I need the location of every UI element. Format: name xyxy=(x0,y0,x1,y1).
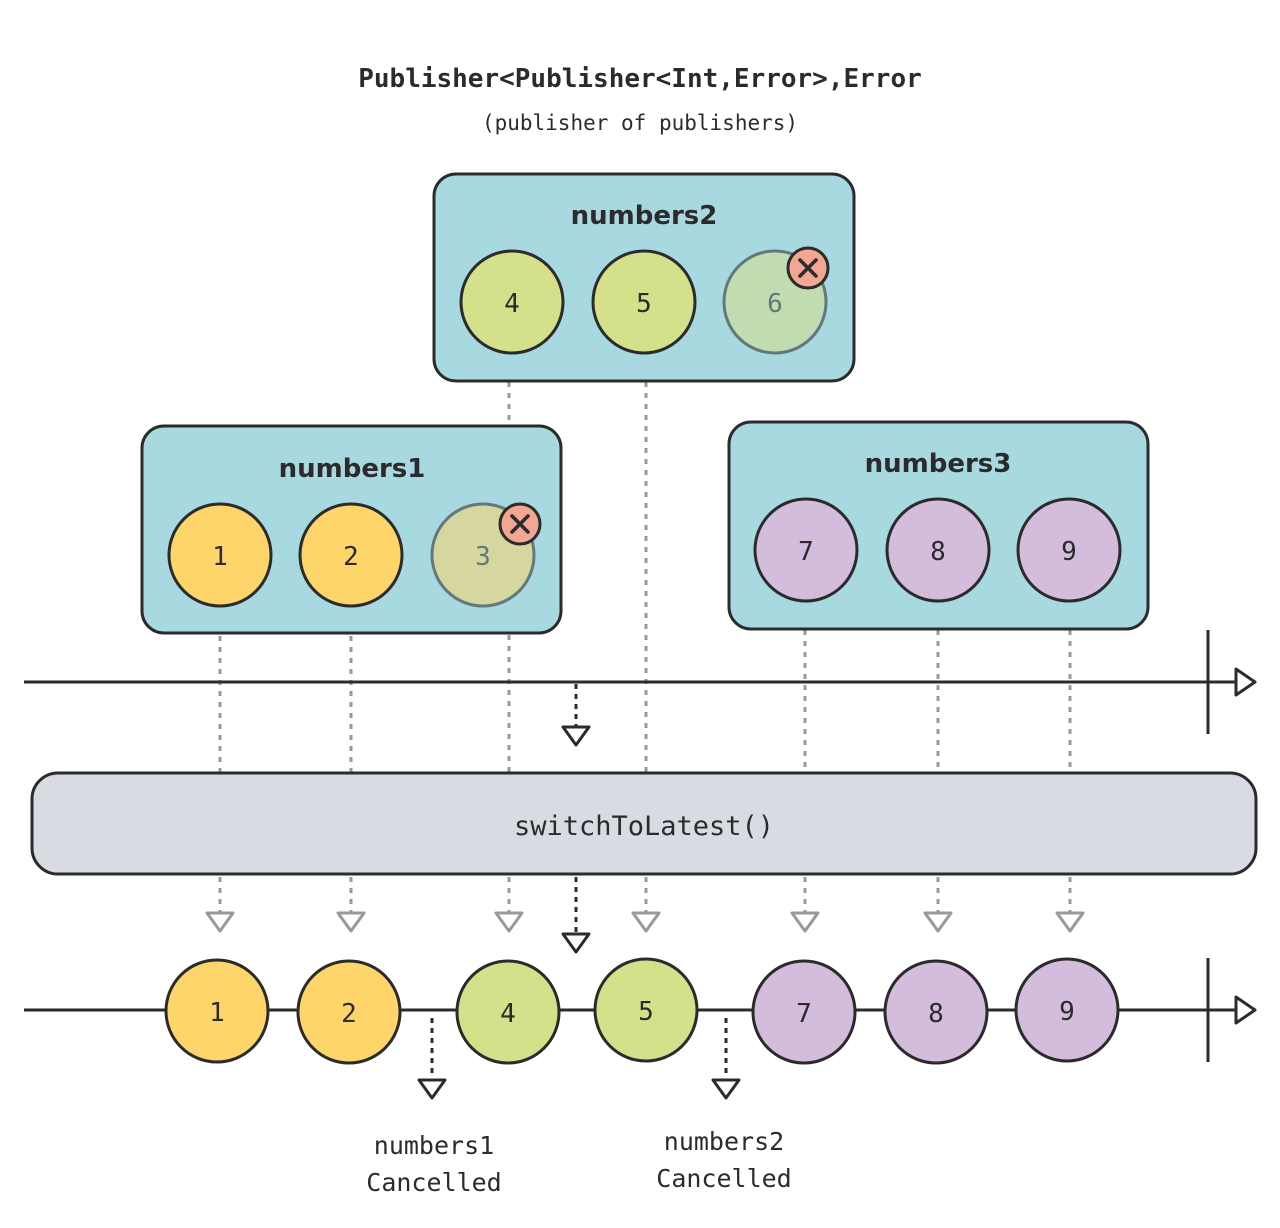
publisher-label: numbers2 xyxy=(571,201,718,231)
publisher-label: numbers1 xyxy=(279,454,426,484)
publisher-numbers2: numbers2 4 5 6 xyxy=(432,172,856,383)
down-arrow-icon xyxy=(205,911,235,933)
value-marble-8 xyxy=(885,497,991,603)
timeline-arrow-icon xyxy=(1234,995,1257,1025)
close-icon xyxy=(786,246,830,290)
cancellation-numbers1: numbers1 Cancelled xyxy=(366,1018,502,1197)
close-icon xyxy=(498,502,542,546)
down-arrow-icon xyxy=(790,911,820,933)
input-connectors xyxy=(218,382,1072,772)
value-marble-5 xyxy=(591,249,697,355)
output-marble-2 xyxy=(296,959,402,1065)
output-marble-7 xyxy=(751,959,857,1065)
down-arrow-icon xyxy=(711,1078,741,1100)
down-arrow-icon xyxy=(1055,911,1085,933)
publisher-label: numbers3 xyxy=(865,449,1012,479)
down-arrow-icon xyxy=(631,911,661,933)
output-marble-9 xyxy=(1014,957,1120,1063)
diagram-subtitle: (publisher of publishers) xyxy=(482,111,798,135)
marble-label: 8 xyxy=(930,537,946,567)
value-marble-9 xyxy=(1016,497,1122,603)
publisher-numbers1: numbers1 1 2 3 xyxy=(140,424,563,635)
marble-label: 8 xyxy=(928,999,944,1029)
marble-label: 2 xyxy=(343,542,359,572)
diagram-title: Publisher<Publisher<Int,Error>,Error xyxy=(358,64,922,94)
operator-label: switchToLatest() xyxy=(514,811,774,842)
operator-box xyxy=(30,771,1258,876)
timeline-arrow-icon xyxy=(1234,667,1257,697)
input-timeline xyxy=(24,630,1257,747)
value-marble-1 xyxy=(167,502,273,608)
down-arrow-icon xyxy=(561,725,591,747)
marble-label: 3 xyxy=(475,542,491,572)
down-arrow-icon xyxy=(494,911,524,933)
marble-label: 1 xyxy=(209,998,225,1028)
marble-label: 5 xyxy=(636,289,652,319)
marble-label: 9 xyxy=(1059,997,1075,1027)
operator-switch-to-latest: switchToLatest() xyxy=(30,771,1258,876)
marble-label: 4 xyxy=(500,999,516,1029)
publisher-numbers3: numbers3 7 8 9 xyxy=(727,420,1150,631)
down-arrow-icon xyxy=(336,911,366,933)
cancellation-label-publisher: numbers1 xyxy=(374,1131,494,1160)
marble-label: 7 xyxy=(798,537,814,567)
output-marble-4 xyxy=(455,959,561,1065)
output-marble-1 xyxy=(164,958,270,1064)
output-marble-5 xyxy=(593,957,699,1063)
cancellation-label-status: Cancelled xyxy=(656,1164,791,1193)
value-marble-2 xyxy=(298,502,404,608)
cancellation-numbers2: numbers2 Cancelled xyxy=(656,1018,792,1193)
marble-label: 4 xyxy=(504,289,520,319)
value-marble-7 xyxy=(753,497,859,603)
marble-label: 2 xyxy=(341,999,357,1029)
cancellation-label-status: Cancelled xyxy=(366,1168,501,1197)
marble-label: 5 xyxy=(638,997,654,1027)
down-arrow-icon xyxy=(561,932,591,954)
marble-label: 7 xyxy=(796,999,812,1029)
output-connectors xyxy=(205,877,1085,954)
output-timeline: 1 2 4 5 7 8 9 xyxy=(24,957,1257,1065)
down-arrow-icon xyxy=(923,911,953,933)
down-arrow-icon xyxy=(417,1078,447,1100)
output-marble-8 xyxy=(883,959,989,1065)
marble-label: 9 xyxy=(1061,537,1077,567)
cancellation-label-publisher: numbers2 xyxy=(664,1127,784,1156)
value-marble-4 xyxy=(459,249,565,355)
marble-label: 1 xyxy=(212,542,228,572)
marble-label: 6 xyxy=(767,289,783,319)
